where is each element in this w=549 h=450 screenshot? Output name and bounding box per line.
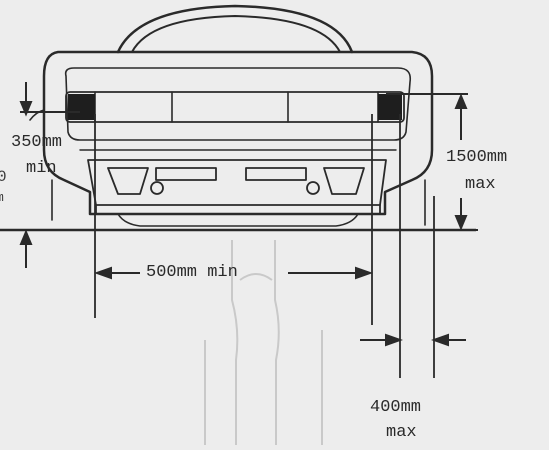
reflector-left <box>107 167 149 195</box>
lamp-right-dark <box>378 94 402 120</box>
car-body-outline <box>42 50 434 216</box>
label-500mm-min: 500mm min <box>146 263 238 282</box>
reflector-right <box>323 167 365 195</box>
car-roof <box>116 4 354 54</box>
dim-1500-arrow-top <box>454 93 468 109</box>
rear-bumper <box>87 159 387 206</box>
label-400mm: 400mm <box>370 398 422 417</box>
rear-panel <box>64 67 412 141</box>
dim-400-arrow-right <box>431 333 449 347</box>
label-400mm-qualifier: max <box>386 423 417 442</box>
fog-light-left <box>150 181 164 195</box>
tail-light-bar <box>65 91 405 123</box>
dim-1500-arrow-bottom <box>454 215 468 231</box>
label-1500mm-qualifier: max <box>465 175 496 194</box>
plate-lamp-left <box>155 167 217 181</box>
bumper-step-left <box>95 204 381 215</box>
body-side-left <box>29 109 53 221</box>
faint-background-figure <box>204 240 323 445</box>
dim-350-arrow-top <box>19 101 33 117</box>
dim-500-arrow-right <box>355 266 373 280</box>
dim-500-arrow-left <box>94 266 112 280</box>
label-1500mm: 1500mm <box>446 148 508 167</box>
lamp-left-dark <box>68 94 95 120</box>
bumper-bottom-trim <box>117 213 359 227</box>
dim-400-arrow-left <box>385 333 403 347</box>
dim-350-arrow-bottom <box>19 229 33 245</box>
label-350mm: 350mm <box>11 133 63 152</box>
edge-fragment-bottom: m <box>0 190 4 205</box>
car-rear-window <box>131 15 341 53</box>
edge-fragment-top: 0 <box>0 168 7 186</box>
label-350mm-qualifier: min <box>26 159 57 178</box>
fog-light-right <box>306 181 320 195</box>
plate-lamp-right <box>245 167 307 181</box>
